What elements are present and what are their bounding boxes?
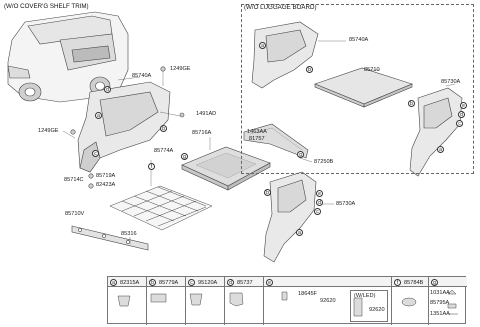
tailgate-sill-trim <box>243 123 309 159</box>
inset-frame <box>241 4 474 174</box>
luggage-floor-85716A <box>181 146 271 191</box>
inset-trim-85740A <box>251 21 319 89</box>
wled-subbox: (W/LED) 92620 <box>350 290 388 322</box>
legend-letter: c <box>188 278 195 286</box>
part-92620-a: 92620 <box>320 298 336 304</box>
callout-e: e <box>460 102 467 109</box>
callout-c: c <box>314 208 321 215</box>
callout-b: b <box>160 125 167 132</box>
vehicle-illustration <box>7 11 129 103</box>
part-85740A-inset: 85740A <box>349 37 369 43</box>
legend-cell-g: g 1031AA 85795A 1351AA <box>429 277 467 325</box>
part-85774A: 85774A <box>154 148 174 154</box>
main-header: (W/O COVER'G SHELF TRIM) <box>4 3 89 10</box>
callout-g: g <box>297 151 304 158</box>
wled-label: (W/LED) <box>354 293 376 299</box>
part-85710-inset: 85710 <box>364 67 380 73</box>
part-1249GE-left: 1249GE <box>38 128 59 134</box>
callout-e: e <box>316 190 323 197</box>
legend-letter: b <box>149 278 156 286</box>
callout-f: f <box>148 163 155 170</box>
trim-85740A-main <box>77 81 171 173</box>
legend-illustrations <box>117 289 458 317</box>
part-85730A-main: 85730A <box>336 201 356 207</box>
legend-letter: g <box>431 278 438 286</box>
legend-cell-b: b 85779A <box>147 277 186 325</box>
legend-cell-e: e 18645F 92620 (W/LED) 92620 <box>264 277 392 325</box>
callout-a: a <box>259 42 266 49</box>
cargo-net-85774A <box>109 185 213 231</box>
legend-part: 85737 <box>237 279 253 286</box>
legend-part: 85784B <box>404 279 424 286</box>
part-85716A: 85716A <box>192 130 212 136</box>
inset-header: (W/O LUGGAGE BOARD) <box>244 4 317 11</box>
part-85719A: 85719A <box>96 173 116 179</box>
inset-trim-85730A <box>409 87 463 177</box>
part-82423A: 82423A <box>96 182 116 188</box>
legend-cell-d: d 85737 <box>225 277 264 325</box>
legend-part: 95120A <box>198 279 218 286</box>
part-87250B: 87250B <box>314 159 334 165</box>
legend-part: 85779A <box>159 279 179 286</box>
part-85730A-inset: 85730A <box>441 79 461 85</box>
part-85316: 85316 <box>121 231 137 237</box>
legend-letter: e <box>266 278 273 286</box>
callout-c: c <box>92 150 99 157</box>
legend-part: 82315A <box>120 279 140 286</box>
legend-letter: d <box>227 278 234 286</box>
callout-a: a <box>95 112 102 119</box>
legend-table: a 82315A b 85779A c 95120A d 85737 e 186… <box>107 276 467 325</box>
part-85710V: 85710V <box>65 211 85 217</box>
strap-85710V <box>71 225 149 251</box>
part-85740A-top: 85740A <box>132 73 152 79</box>
callout-a: a <box>296 229 303 236</box>
callout-d: d <box>316 199 323 206</box>
legend-cell-c: c 95120A <box>186 277 225 325</box>
part-1491AD: 1491AD <box>196 111 217 117</box>
callout-d: d <box>104 86 111 93</box>
callout-g: g <box>181 153 188 160</box>
callout-b: b <box>306 66 313 73</box>
inset-luggage-board-85710 <box>314 67 413 108</box>
legend-letter: a <box>110 278 117 286</box>
part-92620-b: 92620 <box>369 307 385 313</box>
part-18645F: 18645F <box>298 291 317 297</box>
legend-letter: f <box>394 278 401 286</box>
fastener-1249GE-top <box>160 66 166 72</box>
trim-85730A-main <box>263 171 317 263</box>
part-1031AA: 1031AA <box>430 290 450 296</box>
callout-a: a <box>437 146 444 153</box>
part-85714C: 85714C <box>64 177 84 183</box>
part-1249GE-top: 1249GE <box>170 66 191 72</box>
callout-b: b <box>408 100 415 107</box>
part-85795A: 85795A <box>430 300 450 306</box>
legend-cell-a: a 82315A <box>108 277 147 325</box>
callout-c: c <box>456 120 463 127</box>
part-81757: 81757 <box>249 136 265 142</box>
legend-cell-f: f 85784B <box>392 277 429 325</box>
part-1351AA: 1351AA <box>430 311 450 317</box>
callout-b: b <box>264 189 271 196</box>
fastener-1491AD <box>179 112 185 118</box>
callout-d: d <box>458 111 465 118</box>
clip-85719A <box>88 173 94 189</box>
fastener-1249GE-left <box>70 129 76 135</box>
part-1463AA: 1463AA <box>247 129 267 135</box>
